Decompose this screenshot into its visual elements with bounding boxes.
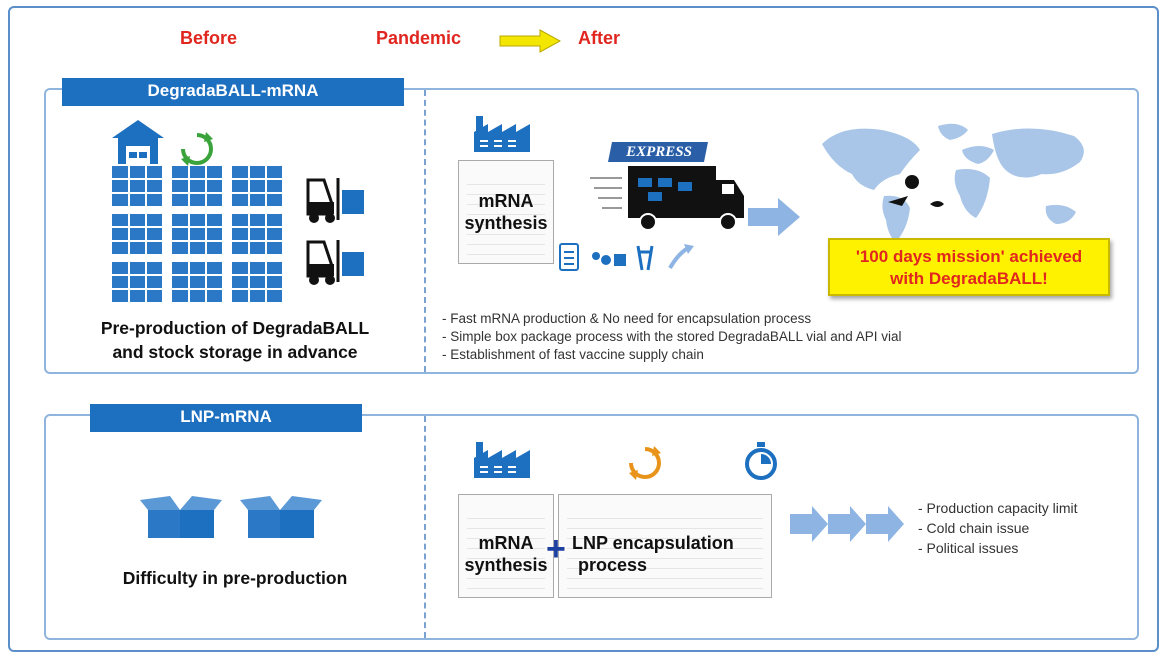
- packaging-process-icons: [559, 243, 694, 271]
- doc-line1: mRNA: [478, 533, 534, 553]
- mrna-synthesis-doc: [458, 494, 554, 598]
- factory-icon: [474, 442, 530, 478]
- stopwatch-icon: [745, 442, 777, 480]
- achievement-callout: '100 days mission' achieved with Degrada…: [828, 238, 1110, 296]
- bottom-caption: Difficulty in pre-production: [122, 568, 348, 588]
- after-label: After: [578, 28, 621, 48]
- yellow-arrow-icon: [499, 29, 562, 53]
- doc-line2: process: [578, 555, 648, 575]
- lnp-encapsulation-doc: [558, 494, 772, 598]
- pandemic-label: Pandemic: [376, 28, 462, 48]
- bullet-item: - Fast mRNA production & No need for enc…: [442, 311, 812, 326]
- bullet-item: - Political issues: [918, 540, 1019, 556]
- callout-line2: with DegradaBALL!: [890, 269, 1048, 288]
- bullet-item: - Cold chain issue: [918, 520, 1030, 536]
- doc-line1: LNP encapsulation: [572, 533, 734, 553]
- stock-shelves-icon: [112, 166, 284, 304]
- bullet-item: - Establishment of fast vaccine supply c…: [442, 347, 704, 362]
- callout-line1: '100 days mission' achieved: [855, 247, 1083, 266]
- express-label: EXPRESS: [626, 144, 692, 160]
- bottom-bullet-list: - Production capacity limit - Cold chain…: [918, 498, 1078, 558]
- bullet-item: - Simple box package process with the st…: [442, 329, 902, 344]
- top-caption-line1: Pre-production of DegradaBALL: [100, 318, 370, 338]
- lnp-encapsulation-label: LNP encapsulation process: [572, 532, 762, 576]
- box-icon: [240, 496, 322, 538]
- panel-divider: [424, 90, 426, 372]
- doc-line1: mRNA: [478, 191, 534, 211]
- recycle-icon: [629, 446, 661, 480]
- bullet-item: - Production capacity limit: [918, 500, 1078, 516]
- mrna-synthesis-label: mRNA synthesis: [450, 532, 562, 576]
- world-map-icon: [822, 123, 1084, 242]
- box-icon: [140, 496, 222, 538]
- plus-sign: +: [546, 530, 566, 568]
- forklift-icon: [306, 178, 364, 223]
- top-bullet-list: - Fast mRNA production & No need for enc…: [442, 310, 902, 364]
- top-caption-line2: and stock storage in advance: [112, 342, 358, 362]
- arrow-right-icon: [790, 506, 904, 542]
- arrow-right-icon: [748, 198, 800, 236]
- forklift-icon: [306, 240, 364, 285]
- mrna-synthesis-doc: [458, 160, 554, 264]
- doc-line2: synthesis: [464, 213, 548, 233]
- panel-divider: [424, 416, 426, 638]
- doc-line2: synthesis: [464, 555, 548, 575]
- top-caption: Pre-production of DegradaBALL and stock …: [60, 316, 410, 364]
- degradaball-tag: DegradaBALL-mRNA: [62, 78, 404, 106]
- mrna-synthesis-label: mRNA synthesis: [450, 190, 562, 234]
- before-label: Before: [180, 28, 238, 48]
- truck-icon: [590, 142, 744, 231]
- warehouse-icon: [112, 120, 164, 164]
- factory-icon: [474, 116, 530, 152]
- lnp-tag: LNP-mRNA: [90, 404, 362, 432]
- recycle-icon: [181, 132, 213, 166]
